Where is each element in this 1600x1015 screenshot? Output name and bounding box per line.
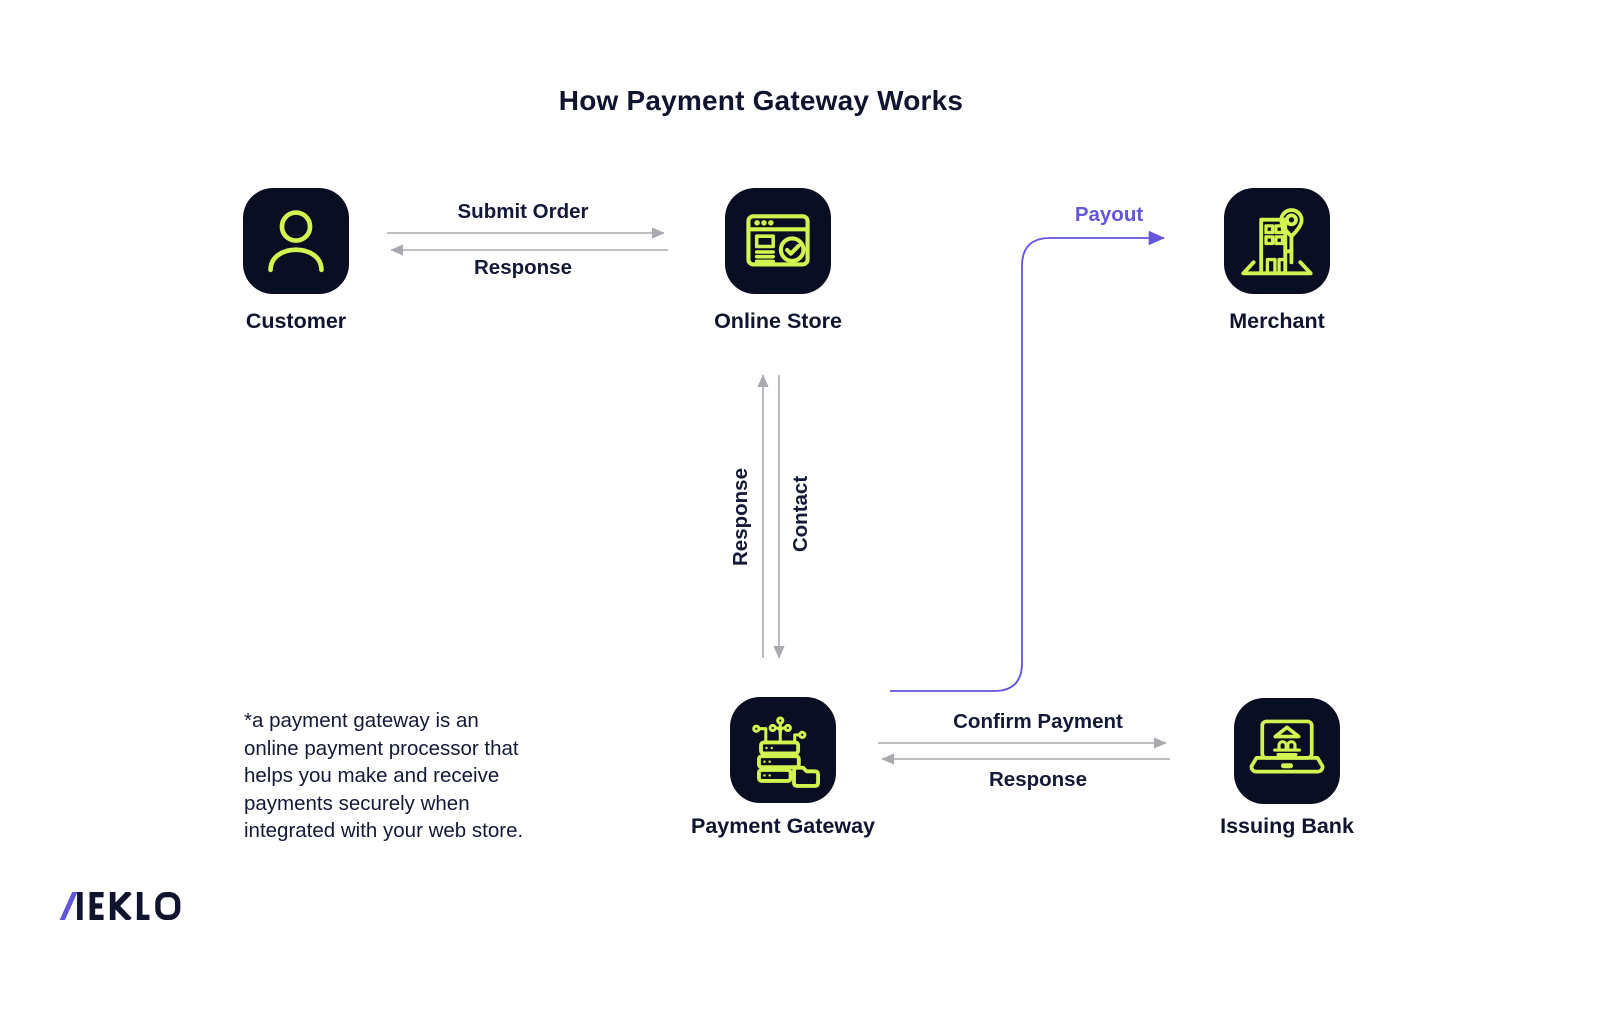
- node-label-payment-gateway: Payment Gateway: [690, 814, 876, 838]
- laptop-bank-icon: [1249, 719, 1325, 774]
- node-label-merchant: Merchant: [1229, 309, 1325, 333]
- edge-label-submit-order: Submit Order: [457, 200, 589, 223]
- edge-label-response-bottom: Response: [989, 768, 1087, 791]
- node-customer: [243, 188, 349, 294]
- footnote: *a payment gateway is an online payment …: [244, 707, 564, 845]
- edge-label-confirm-payment: Confirm Payment: [953, 710, 1123, 733]
- building-location-pin-icon: [1241, 208, 1313, 276]
- node-label-issuing-bank: Issuing Bank: [1220, 814, 1354, 838]
- footnote-line: payments securely when: [244, 791, 470, 815]
- edge-label-response-vertical: Response: [729, 468, 752, 566]
- page-title: How Payment Gateway Works: [558, 85, 964, 116]
- footnote-line: integrated with your web store.: [244, 819, 524, 842]
- node-payment-gateway: [730, 697, 836, 803]
- neklo-logo-mark: [59, 889, 181, 923]
- node-online-store: [725, 188, 831, 294]
- server-circuit-folder-icon: [752, 716, 820, 788]
- edge-label-response-top: Response: [474, 256, 572, 279]
- browser-check-icon: [746, 214, 810, 267]
- node-merchant: [1224, 188, 1330, 294]
- edge-label-contact: Contact: [789, 475, 812, 553]
- node-label-online-store: Online Store: [714, 309, 842, 333]
- edge-label-payout: Payout: [1074, 203, 1144, 226]
- footnote-line: online payment processor that: [244, 736, 519, 760]
- payout-arrow: [890, 230, 1165, 692]
- node-issuing-bank: [1234, 698, 1340, 804]
- neklo-logo: [50, 889, 190, 925]
- footnote-line: helps you make and receive: [244, 764, 500, 787]
- node-label-customer: Customer: [245, 309, 347, 333]
- footnote-line: *a payment gateway is an: [244, 709, 479, 732]
- person-icon: [268, 210, 324, 273]
